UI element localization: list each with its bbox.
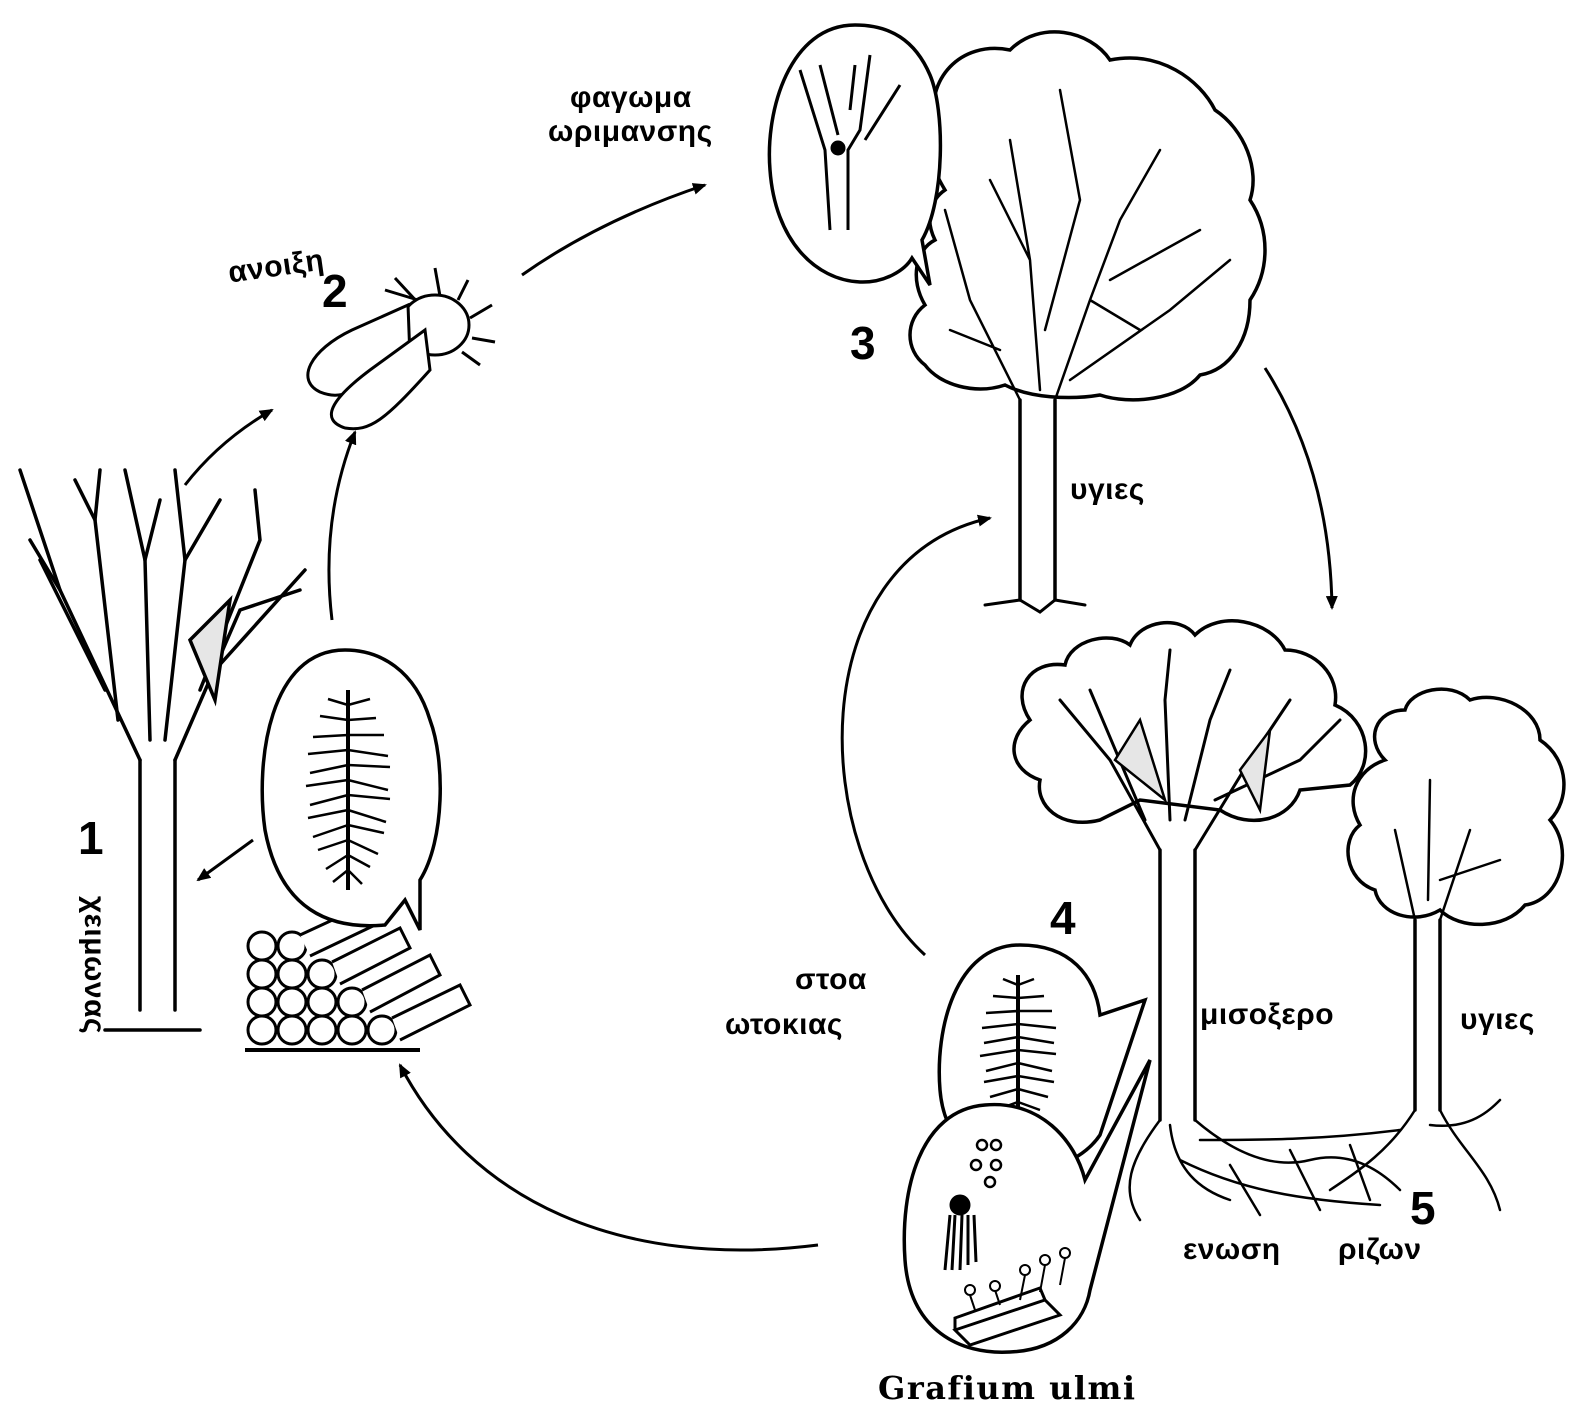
arrow-fungus-to-logs [400, 1065, 818, 1250]
stage-number-3: 3 [850, 320, 876, 366]
arrow-beetle-to-tree3 [522, 185, 705, 275]
arrow-logs-to-tree1 [198, 840, 253, 880]
label-half-dry: μισοξερο [1200, 1000, 1334, 1030]
arrow-logs-to-beetle [329, 432, 355, 620]
half-dry-canopy [1014, 621, 1366, 822]
arrow-gallery-to-tree3 [842, 518, 990, 955]
label-root-union-1: ενωση [1183, 1235, 1281, 1265]
gallery-inset-winter [262, 650, 440, 930]
label-maturation-feeding-2: ωριμανσης [548, 117, 713, 147]
label-winter: χειμωνας [79, 896, 109, 1034]
arrow-tree1-to-beetle [185, 410, 272, 485]
stage-number-1: 1 [78, 815, 104, 861]
label-fungus-species: Grafium ulmi [878, 1372, 1137, 1404]
label-gallery-1: στοα [795, 965, 867, 995]
label-maturation-feeding-1: φαγωμα [570, 83, 692, 113]
stage-number-5: 5 [1410, 1185, 1436, 1231]
right-healthy-canopy [1348, 689, 1564, 924]
label-gallery-2: ωτοκιας [725, 1010, 843, 1040]
label-root-union-2: ριζων [1338, 1235, 1422, 1265]
label-healthy-top: υγιες [1070, 475, 1145, 505]
label-healthy-right: υγιες [1460, 1005, 1535, 1035]
arrow-tree3-to-group5 [1265, 368, 1332, 608]
stage-number-4: 4 [1050, 895, 1076, 941]
feeding-inset [769, 25, 940, 285]
root-network [1130, 1100, 1500, 1220]
